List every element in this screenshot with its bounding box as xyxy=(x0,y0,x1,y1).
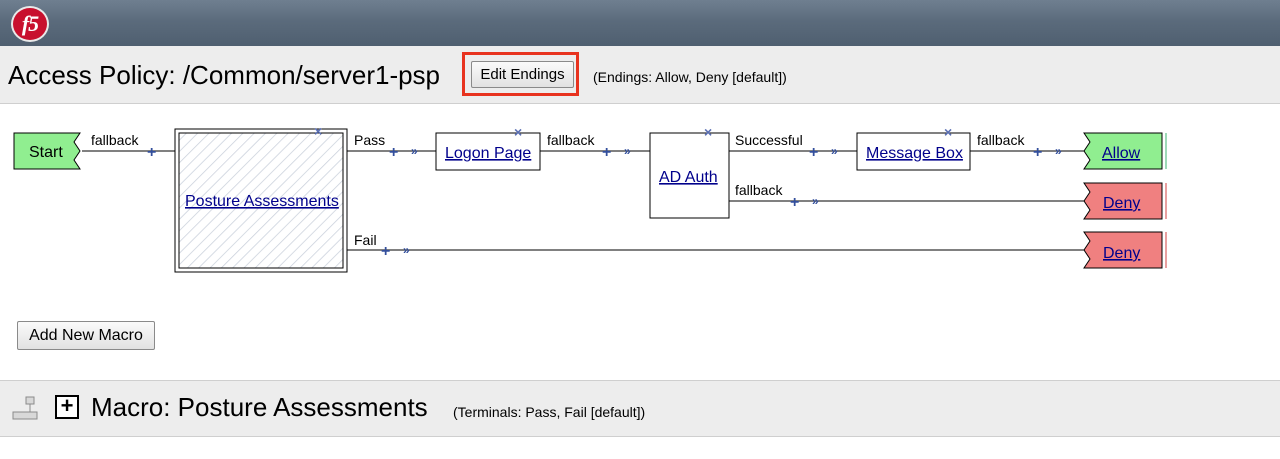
add-item-icon[interactable]: + xyxy=(790,194,799,211)
branch-pass: Pass xyxy=(354,132,385,148)
branch-successful: Successful xyxy=(735,132,803,148)
branch-fail: Fail xyxy=(354,232,377,248)
page-title: Access Policy: /Common/server1-psp xyxy=(8,60,441,90)
ad-auth-node: AD Auth xyxy=(649,132,730,219)
start-node: Start xyxy=(13,132,81,170)
ending-allow: Allow xyxy=(1083,132,1167,170)
policy-flow-diagram: Start fallback + Posture Assessments × P… xyxy=(13,123,1167,273)
posture-assessments-node: Posture Assessments xyxy=(174,128,348,273)
arrow-icon: » xyxy=(1055,144,1062,158)
add-item-icon[interactable]: + xyxy=(381,243,390,260)
ad-auth-link[interactable]: AD Auth xyxy=(659,169,718,186)
branch-logon-fallback: fallback xyxy=(547,132,595,148)
arrow-icon: » xyxy=(624,144,631,158)
branch-adauth-fallback: fallback xyxy=(735,182,783,198)
macro-title: Macro: Posture Assessments xyxy=(91,392,428,422)
message-box-node: Message Box xyxy=(856,132,971,171)
add-item-icon[interactable]: + xyxy=(809,144,818,161)
top-banner: f5 xyxy=(0,0,1280,46)
logon-page-node: Logon Page xyxy=(435,132,541,171)
add-item-icon[interactable]: + xyxy=(602,144,611,161)
endings-info: (Endings: Allow, Deny [default]) xyxy=(593,69,787,85)
connector-lines xyxy=(82,150,1092,251)
f5-logo: f5 xyxy=(11,6,49,42)
branch-start-fallback: fallback xyxy=(91,132,139,148)
remove-posture-icon[interactable]: × xyxy=(314,123,322,139)
macro-terminals-info: (Terminals: Pass, Fail [default]) xyxy=(453,404,646,420)
edit-endings-highlight xyxy=(462,52,579,96)
remove-adauth-icon[interactable]: × xyxy=(704,124,712,140)
edit-endings-button[interactable]: Edit Endings xyxy=(471,61,574,88)
message-box-link[interactable]: Message Box xyxy=(866,145,963,162)
add-item-icon[interactable]: + xyxy=(389,144,398,161)
add-new-macro-button[interactable]: Add New Macro xyxy=(17,321,155,350)
arrow-icon: » xyxy=(831,144,838,158)
remove-logon-icon[interactable]: × xyxy=(514,124,522,140)
logon-page-link[interactable]: Logon Page xyxy=(445,145,531,162)
arrow-icon: » xyxy=(812,194,819,208)
ending-deny-2: Deny xyxy=(1083,231,1167,269)
arrow-icon: » xyxy=(411,144,418,158)
allow-link[interactable]: Allow xyxy=(1102,145,1141,162)
macro-tree-icon xyxy=(12,396,38,420)
deny-link[interactable]: Deny xyxy=(1103,195,1140,212)
arrow-icon: » xyxy=(403,243,410,257)
deny-link[interactable]: Deny xyxy=(1103,245,1140,262)
posture-assessments-link[interactable]: Posture Assessments xyxy=(185,193,339,210)
add-item-icon[interactable]: + xyxy=(147,144,156,161)
remove-message-icon[interactable]: × xyxy=(944,124,952,140)
expand-macro-icon[interactable]: + xyxy=(55,395,79,419)
policy-header: Access Policy: /Common/server1-psp Edit … xyxy=(0,46,1280,104)
branch-message-fallback: fallback xyxy=(977,132,1025,148)
add-item-icon[interactable]: + xyxy=(1033,144,1042,161)
start-label: Start xyxy=(29,144,63,161)
ending-deny-1: Deny xyxy=(1083,182,1167,220)
macro-header: + Macro: Posture Assessments (Terminals:… xyxy=(0,380,1280,437)
